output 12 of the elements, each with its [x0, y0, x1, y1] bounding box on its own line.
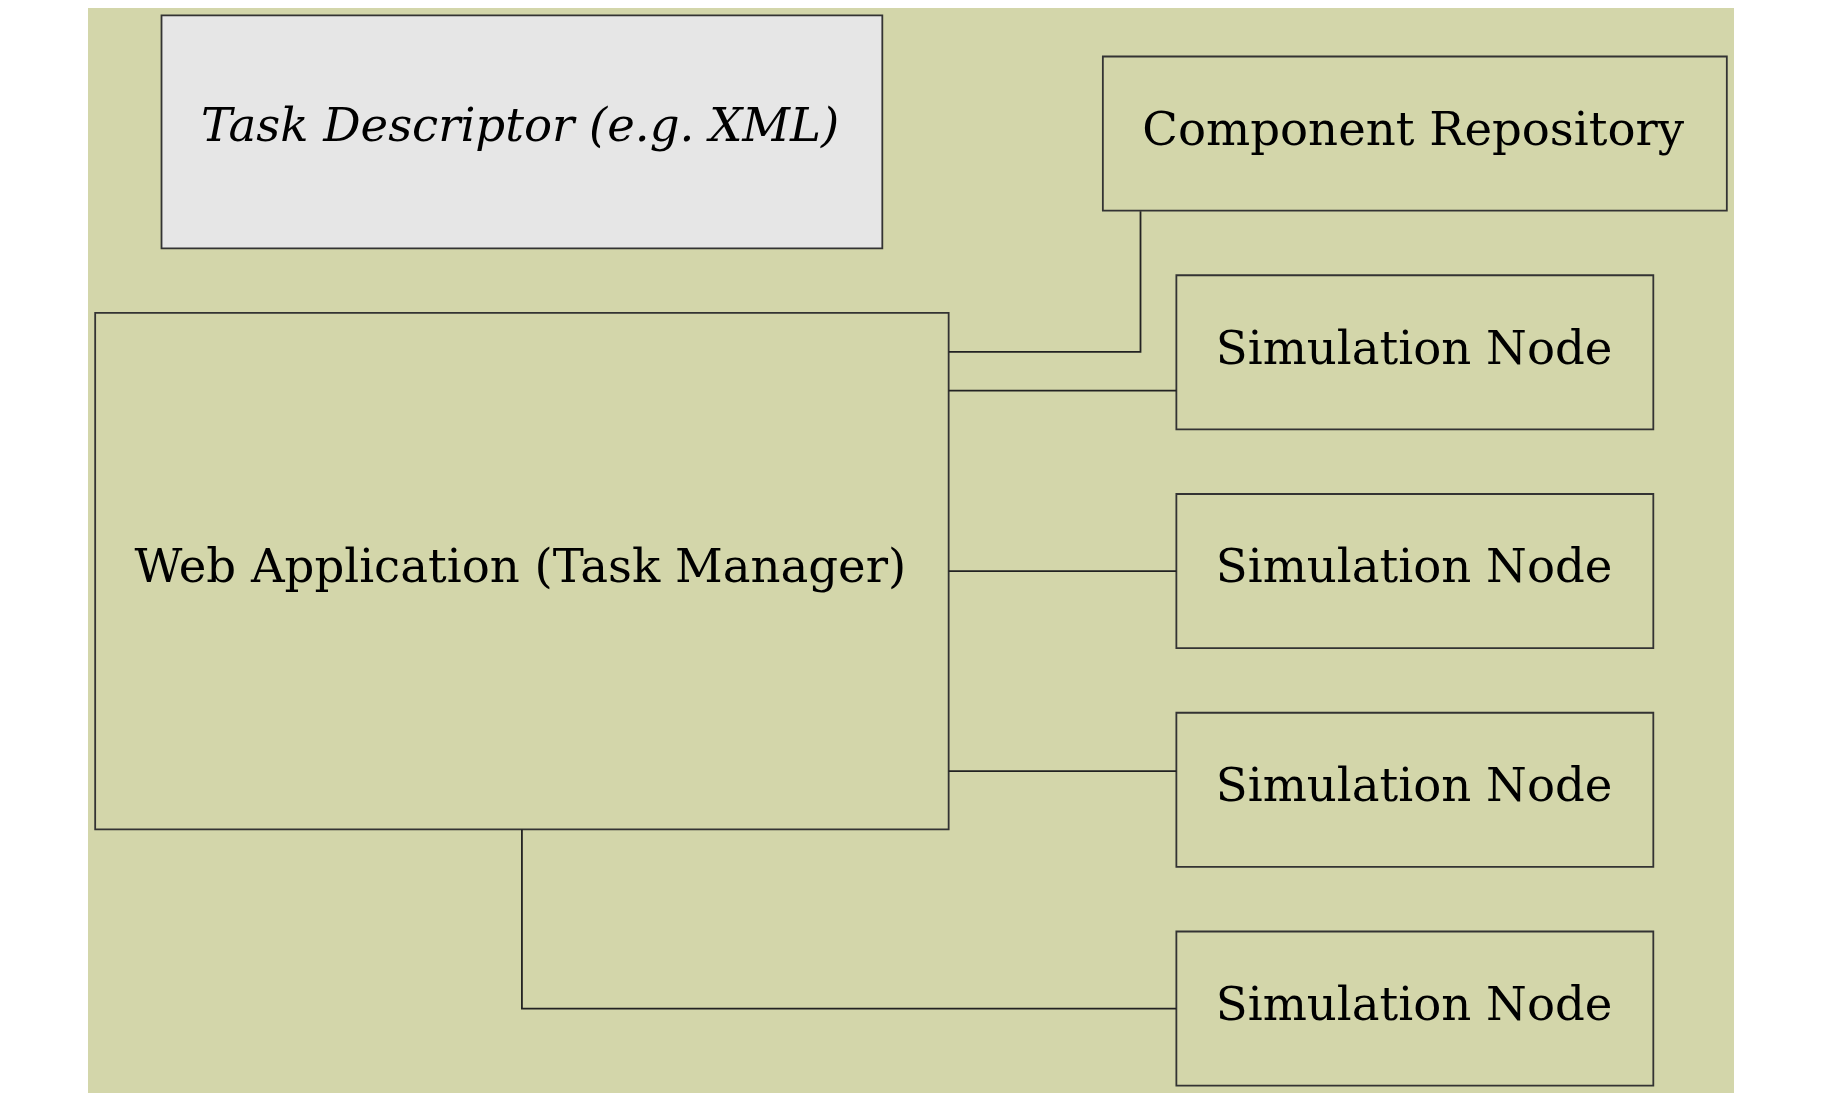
connector: [947, 770, 1178, 772]
node-box: Component Repository: [1101, 55, 1728, 212]
node-box: Simulation Node: [1175, 274, 1655, 431]
node-box: Task Descriptor (e.g. XML): [160, 14, 884, 250]
node-box: Simulation Node: [1175, 493, 1655, 650]
node-box: Simulation Node: [1175, 711, 1655, 868]
node-box: Simulation Node: [1175, 930, 1655, 1087]
connector: [947, 570, 1178, 572]
node-box: Web Application (Task Manager): [94, 312, 950, 831]
connector: [521, 828, 1178, 1010]
connector: [948, 210, 1142, 353]
connector: [947, 389, 1178, 392]
